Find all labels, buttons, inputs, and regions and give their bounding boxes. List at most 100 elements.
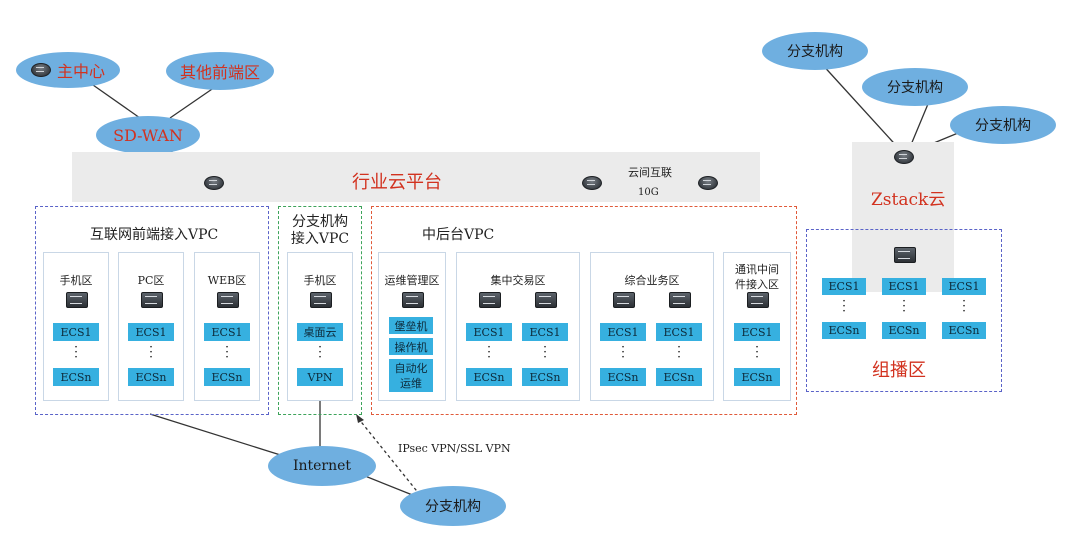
ecs-first: ECS1 — [128, 323, 174, 341]
router-icon — [204, 176, 224, 190]
ecs-last: ECSn — [656, 368, 702, 386]
bastion-host: 堡垒机 — [389, 317, 433, 334]
ecs-last: ECSn — [522, 368, 568, 386]
ellipsis-dots: ··· — [962, 294, 966, 318]
interconnect-label: 云间互联 — [628, 166, 672, 179]
multicast-zone — [806, 229, 1002, 392]
router-icon — [30, 63, 51, 77]
branch-vpc-title-line2: 接入VPC — [290, 231, 350, 247]
multicast-title: 组播区 — [872, 360, 926, 381]
main-center-label: 主中心 — [56, 62, 105, 81]
ellipsis-dots: ··· — [74, 340, 78, 364]
switch-icon — [535, 292, 557, 308]
switch-icon — [402, 292, 424, 308]
router-icon — [894, 150, 914, 164]
branch-vpc-title: 分支机构 接入VPC — [278, 214, 362, 248]
bottom-branch-node: 分支机构 — [400, 486, 506, 526]
ecs-first: ECS1 — [882, 278, 926, 295]
ellipsis-dots: ··· — [487, 340, 491, 364]
ecs-last: ECSn — [600, 368, 646, 386]
branch-node-1: 分支机构 — [762, 32, 868, 70]
switch-icon — [66, 292, 88, 308]
ecs-last: ECSn — [204, 368, 250, 386]
branch-label: 分支机构 — [787, 44, 843, 60]
switch-icon — [747, 292, 769, 308]
ecs-first: ECS1 — [53, 323, 99, 341]
ellipsis-dots: ··· — [225, 340, 229, 364]
zone-label: 综合业务区 — [624, 274, 680, 287]
operator-host: 操作机 — [389, 338, 433, 355]
branch-label: 分支机构 — [887, 80, 943, 96]
internet-node: Internet — [268, 446, 376, 486]
router-icon — [698, 176, 718, 190]
zone-label: 运维管理区 — [384, 274, 440, 287]
industry-cloud-platform — [72, 152, 760, 202]
ecs-last: ECSn — [822, 322, 866, 339]
ecs-last: ECSn — [53, 368, 99, 386]
bandwidth-label: 10G — [638, 187, 659, 198]
ecs-first: ECS1 — [822, 278, 866, 295]
internet-vpc-title: 互联网前端接入VPC — [90, 227, 219, 243]
other-frontend-label: 其他前端区 — [179, 63, 260, 82]
ellipsis-dots: ··· — [902, 294, 906, 318]
ellipsis-dots: ··· — [318, 340, 322, 364]
ecs-last: ECSn — [466, 368, 512, 386]
zone-label: 手机区 — [59, 274, 93, 287]
zstack-cloud — [852, 142, 954, 292]
other-frontend-node: 其他前端区 — [166, 52, 274, 90]
zone-label: 通讯中间 件接入区 — [723, 262, 791, 292]
ecs-last: ECSn — [734, 368, 780, 386]
ecs-last: ECSn — [128, 368, 174, 386]
middleware-label-line1: 通讯中间 — [735, 263, 779, 276]
ecs-last: ECSn — [942, 322, 986, 339]
mid-back-vpc — [371, 206, 797, 415]
branch-node-2: 分支机构 — [862, 68, 968, 106]
branch-access-vpc — [278, 206, 362, 415]
vpn-box: VPN — [297, 368, 343, 386]
switch-icon — [141, 292, 163, 308]
internet-label: Internet — [292, 458, 352, 474]
sdwan-node: SD-WAN — [96, 116, 200, 154]
middleware-label-line2: 件接入区 — [735, 278, 779, 291]
zone-label: WEB区 — [207, 274, 247, 287]
branch-label: 分支机构 — [975, 118, 1031, 134]
zstack-title: Zstack云 — [871, 190, 946, 210]
branch-node-3: 分支机构 — [950, 106, 1056, 144]
automation-ops: 自动化 运维 — [389, 359, 433, 392]
ellipsis-dots: ··· — [842, 294, 846, 318]
bottom-branch-label: 分支机构 — [425, 499, 481, 515]
desktop-cloud: 桌面云 — [297, 323, 343, 341]
ecs-first: ECS1 — [942, 278, 986, 295]
internet-frontend-vpc — [35, 206, 269, 415]
ellipsis-dots: ··· — [543, 340, 547, 364]
platform-title: 行业云平台 — [352, 172, 442, 193]
switch-icon — [217, 292, 239, 308]
switch-icon — [310, 292, 332, 308]
ecs-first: ECS1 — [466, 323, 512, 341]
ellipsis-dots: ··· — [621, 340, 625, 364]
main-center-node: 主中心 — [16, 52, 120, 88]
ellipsis-dots: ··· — [149, 340, 153, 364]
ecs-first: ECS1 — [600, 323, 646, 341]
ecs-last: ECSn — [882, 322, 926, 339]
mid-vpc-title: 中后台VPC — [422, 227, 495, 243]
router-icon — [582, 176, 602, 190]
ellipsis-dots: ··· — [677, 340, 681, 364]
vpn-link-label: IPsec VPN/SSL VPN — [398, 442, 511, 455]
automation-line2: 运维 — [400, 376, 422, 390]
switch-icon — [479, 292, 501, 308]
ecs-first: ECS1 — [204, 323, 250, 341]
switch-icon — [613, 292, 635, 308]
automation-line1: 自动化 — [394, 361, 428, 375]
ecs-first: ECS1 — [522, 323, 568, 341]
switch-icon — [894, 247, 916, 263]
zone-label: 手机区 — [303, 274, 337, 287]
switch-icon — [669, 292, 691, 308]
zone-label: PC区 — [137, 274, 165, 287]
ecs-first: ECS1 — [734, 323, 780, 341]
ecs-first: ECS1 — [656, 323, 702, 341]
sdwan-label: SD-WAN — [113, 125, 183, 145]
branch-vpc-title-line1: 分支机构 — [292, 214, 348, 230]
ellipsis-dots: ··· — [755, 340, 759, 364]
zone-label: 集中交易区 — [490, 274, 546, 287]
